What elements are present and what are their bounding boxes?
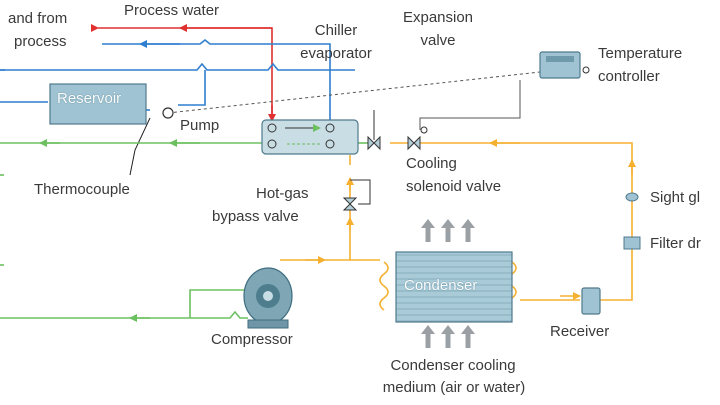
sight-glass-label: Sight gl: [650, 189, 701, 206]
reservoir-label: Reservoir: [57, 90, 122, 107]
temperature-controller-label-line2: controller: [598, 68, 660, 85]
temperature-controller: [539, 51, 590, 79]
reservoir-tank: [49, 83, 147, 125]
pump-label: Pump: [180, 117, 220, 134]
solenoid-valve-icon: [407, 126, 428, 151]
expansion-valve-label-line1: Expansion: [402, 9, 474, 26]
cooling-solenoid-label-line2: solenoid valve: [406, 178, 502, 195]
expansion-valve-label-line2: valve: [420, 32, 456, 49]
pump-icon: [162, 107, 174, 119]
return-water-line: [0, 38, 355, 120]
compressor-label: Compressor: [211, 331, 293, 348]
thermocouple-label: Thermocouple: [34, 181, 130, 198]
hotgas-bypass-label-line1: Hot-gas: [256, 185, 309, 202]
chiller-evaporator: [261, 119, 359, 155]
receiver-label: Receiver: [550, 323, 610, 340]
process-water-label: Process water: [124, 2, 220, 19]
condenser-label: Condenser: [404, 277, 478, 294]
compressor-icon: [243, 267, 293, 329]
and-from-label: and from: [8, 10, 68, 27]
condenser-unit: [395, 219, 513, 348]
filter-drier-label: Filter dr: [650, 235, 701, 252]
chiller-label-line1: Chiller: [314, 22, 358, 39]
process-water-line: [91, 24, 276, 122]
control-wiring: [129, 71, 541, 176]
condenser-cooling-label-line2: medium (air or water): [382, 379, 526, 396]
cooling-solenoid-label-line1: Cooling: [406, 155, 457, 172]
expansion-valve-icon: [367, 110, 381, 151]
receiver-tank: [581, 287, 601, 315]
sight-glass-icon: [625, 192, 639, 202]
temperature-controller-label-line1: Temperature: [598, 45, 683, 62]
process-label: process: [14, 33, 67, 50]
chiller-label-line2: evaporator: [300, 45, 372, 62]
suction-line: [0, 139, 372, 322]
hotgas-bypass-valve-icon: [342, 179, 371, 211]
refrigerant-line: [280, 139, 636, 301]
condenser-cooling-label-line1: Condenser cooling: [390, 357, 516, 374]
hotgas-bypass-label-line2: bypass valve: [212, 208, 299, 225]
filter-drier-icon: [623, 236, 641, 250]
